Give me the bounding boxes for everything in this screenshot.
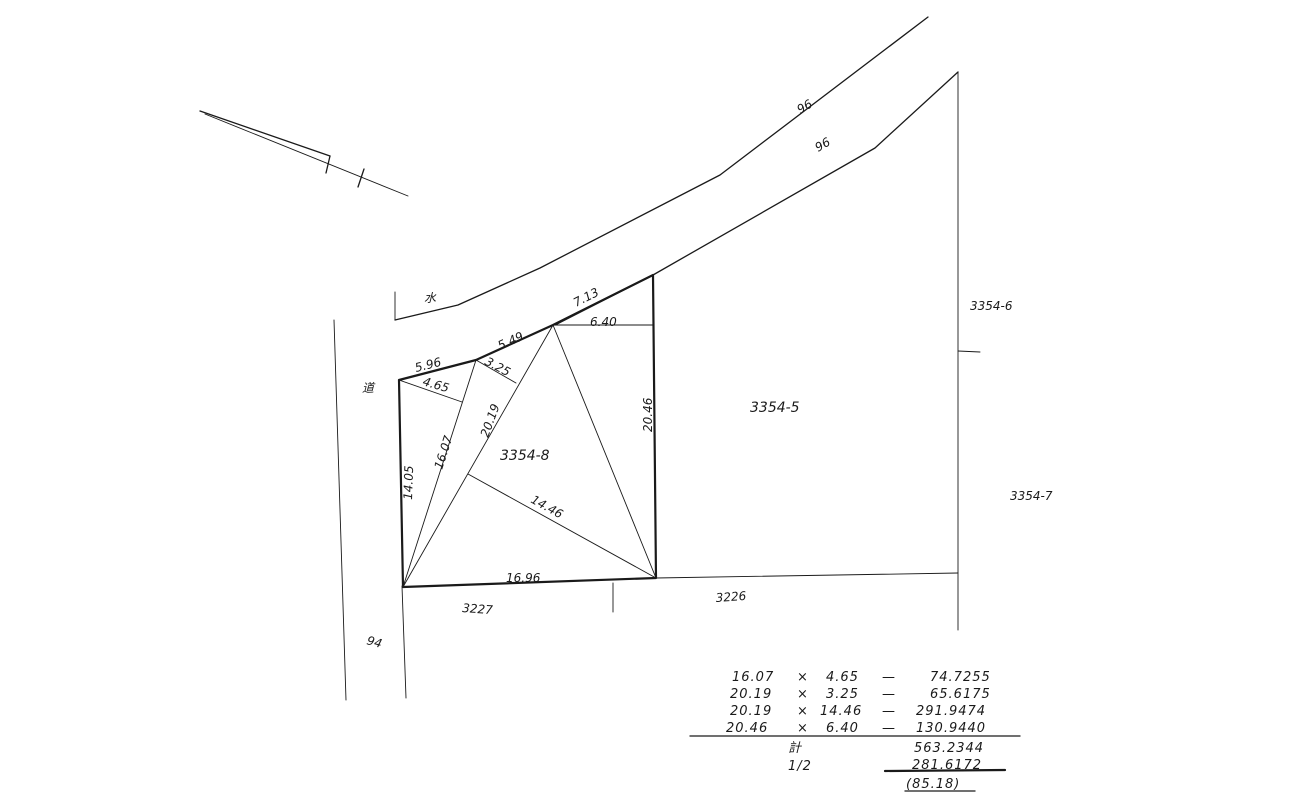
svg-text:×: × [797, 670, 809, 685]
svg-text:—: — [882, 670, 896, 685]
calc-row: 20.19 × 3.25 — 65.6175 [730, 687, 991, 702]
calc-row: 20.46 × 6.40 — 130.9440 [726, 721, 986, 736]
dim-20-46: 20.46 [641, 397, 655, 432]
fragment-tick-a [325, 155, 331, 174]
svg-text:20.19: 20.19 [730, 687, 772, 702]
south-west-mark: 94 [365, 633, 383, 650]
dim-6-40: 6.40 [590, 315, 617, 329]
svg-text:×: × [797, 687, 809, 702]
svg-text:×: × [797, 721, 809, 736]
calc-row: 20.19 × 14.46 — 291.9474 [730, 704, 986, 719]
road-north-edge [394, 16, 929, 321]
west-line-inner [401, 585, 407, 699]
dim-16-07: 16.07 [432, 434, 456, 471]
parcel-outline [397, 273, 658, 589]
calc-sum-label: 計 [788, 741, 803, 756]
road-south-edge [554, 71, 959, 326]
svg-text:—: — [882, 687, 896, 702]
dim-16-96: 16.96 [506, 571, 541, 585]
dim-14-46: 14.46 [529, 492, 566, 521]
lot-3227: 3227 [462, 601, 494, 617]
svg-text:20.46: 20.46 [726, 721, 768, 736]
lot-3354-5: 3354-5 [750, 400, 800, 416]
west-line-outer [333, 319, 347, 701]
calc-final-value: (85.18) [906, 777, 960, 792]
svg-text:130.9440: 130.9440 [916, 721, 986, 736]
lot-3354-7: 3354-7 [1010, 489, 1053, 503]
lot-3354-6: 3354-6 [970, 299, 1013, 313]
calc-row: 16.07 × 4.65 — 74.7255 [732, 670, 991, 685]
calc-half-label: 1/2 [788, 759, 812, 774]
svg-text:74.7255: 74.7255 [930, 670, 991, 685]
dim-7-13: 7.13 [571, 285, 601, 310]
triangulation-lines [398, 324, 657, 588]
svg-text:14.46: 14.46 [820, 704, 862, 719]
lot-3226: 3226 [715, 589, 747, 605]
svg-text:65.6175: 65.6175 [930, 687, 991, 702]
area-calculation: 16.07 × 4.65 — 74.7255 20.19 × 3.25 — 65… [689, 670, 1021, 792]
svg-text:16.07: 16.07 [732, 670, 774, 685]
south-boundary-east [655, 572, 959, 579]
lot-3354-8: 3354-8 [500, 448, 550, 464]
dim-5-49: 5.49 [496, 329, 526, 353]
fragment-tick-b [357, 168, 365, 188]
svg-text:20.19: 20.19 [730, 704, 772, 719]
dim-5-96: 5.96 [413, 355, 443, 375]
svg-text:291.9474: 291.9474 [916, 704, 986, 719]
road-label-west: 水 [424, 291, 437, 305]
calc-sum-value: 563.2344 [914, 741, 984, 756]
dim-4-65: 4.65 [421, 374, 451, 395]
svg-text:—: — [882, 721, 896, 736]
fragment-line-b [204, 113, 409, 197]
west-mark: 道 [362, 381, 376, 395]
east-tick [957, 350, 981, 353]
svg-text:×: × [797, 704, 809, 719]
svg-text:4.65: 4.65 [826, 670, 859, 685]
dim-3-25: 3.25 [483, 354, 513, 379]
road-label-mid: 96 [813, 135, 834, 155]
svg-text:—: — [882, 704, 896, 719]
dim-14-05: 14.05 [401, 465, 416, 500]
svg-text:6.40: 6.40 [826, 721, 859, 736]
fragment-line-a [199, 110, 331, 157]
svg-text:3.25: 3.25 [826, 687, 859, 702]
calc-half-rule [883, 768, 1007, 773]
road-label-top: 96 [795, 97, 816, 117]
